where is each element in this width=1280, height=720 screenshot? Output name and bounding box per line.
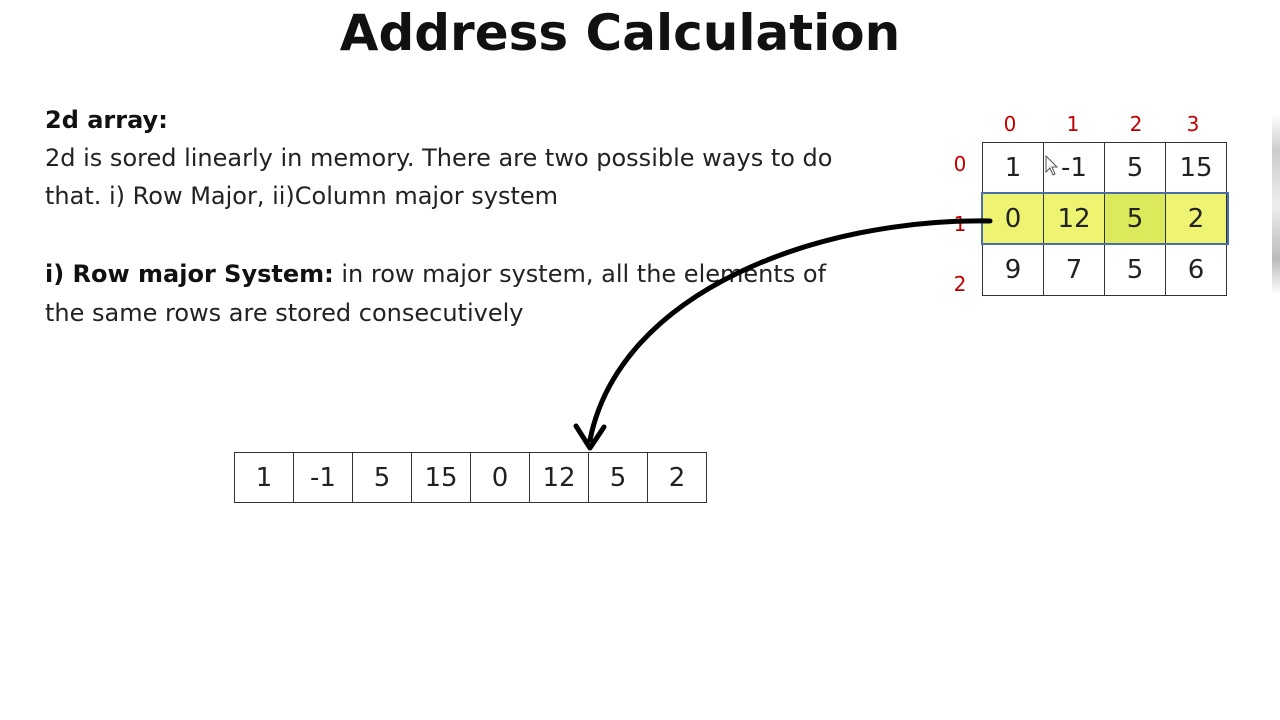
- matrix-cell: 2: [1165, 193, 1227, 245]
- mouse-cursor-icon: [1045, 155, 1059, 176]
- matrix-row-2: 9 7 5 6: [982, 244, 1227, 296]
- matrix-cell: 6: [1165, 244, 1227, 296]
- linear-cell: 0: [470, 452, 530, 503]
- row-major-desc: in row major system, all the elements of: [333, 260, 827, 288]
- col-index-1: 1: [1066, 112, 1080, 136]
- linear-cell: 2: [647, 452, 707, 503]
- row-major-line2: the same rows are stored consecutively: [45, 299, 524, 327]
- linear-array-row: 1 -1 5 15 0 12 5 2: [234, 452, 707, 503]
- row-index-0: 0: [953, 152, 967, 176]
- col-index-0: 0: [1003, 112, 1017, 136]
- matrix-cell: 9: [982, 244, 1044, 296]
- row-major-line1: i) Row major System: in row major system…: [45, 255, 826, 293]
- linear-cell: 5: [588, 452, 648, 503]
- matrix-cell: 15: [1165, 142, 1227, 194]
- row-index-2: 2: [953, 272, 967, 296]
- matrix-cell: 5: [1104, 193, 1166, 245]
- section-2d-line2: that. i) Row Major, ii)Column major syst…: [45, 182, 559, 210]
- section-2d-heading: 2d array:: [45, 106, 168, 134]
- arrow-head: [573, 423, 607, 451]
- slide-title: Address Calculation: [339, 4, 901, 62]
- col-index-2: 2: [1129, 112, 1143, 136]
- matrix-cell: -1: [1043, 142, 1105, 194]
- matrix-row-1-highlighted: 0 12 5 2: [982, 193, 1227, 245]
- matrix-cell: 5: [1104, 244, 1166, 296]
- linear-cell: 15: [411, 452, 471, 503]
- linear-array: 1 -1 5 15 0 12 5 2: [234, 452, 707, 503]
- section-2d-line1: 2d is sored linearly in memory. There ar…: [45, 144, 833, 172]
- row-major-heading: i) Row major System:: [45, 260, 334, 288]
- row-index-1: 1: [953, 212, 967, 236]
- col-index-3: 3: [1186, 112, 1200, 136]
- matrix-cell: 12: [1043, 193, 1105, 245]
- matrix-cell: 0: [982, 193, 1044, 245]
- matrix-table: 1 -1 5 15 0 12 5 2 9 7 5 6: [982, 142, 1227, 296]
- arrow-curve: [587, 218, 993, 443]
- linear-cell: -1: [293, 452, 353, 503]
- edge-strip: [1272, 115, 1280, 295]
- linear-cell: 5: [352, 452, 412, 503]
- linear-cell: 12: [529, 452, 589, 503]
